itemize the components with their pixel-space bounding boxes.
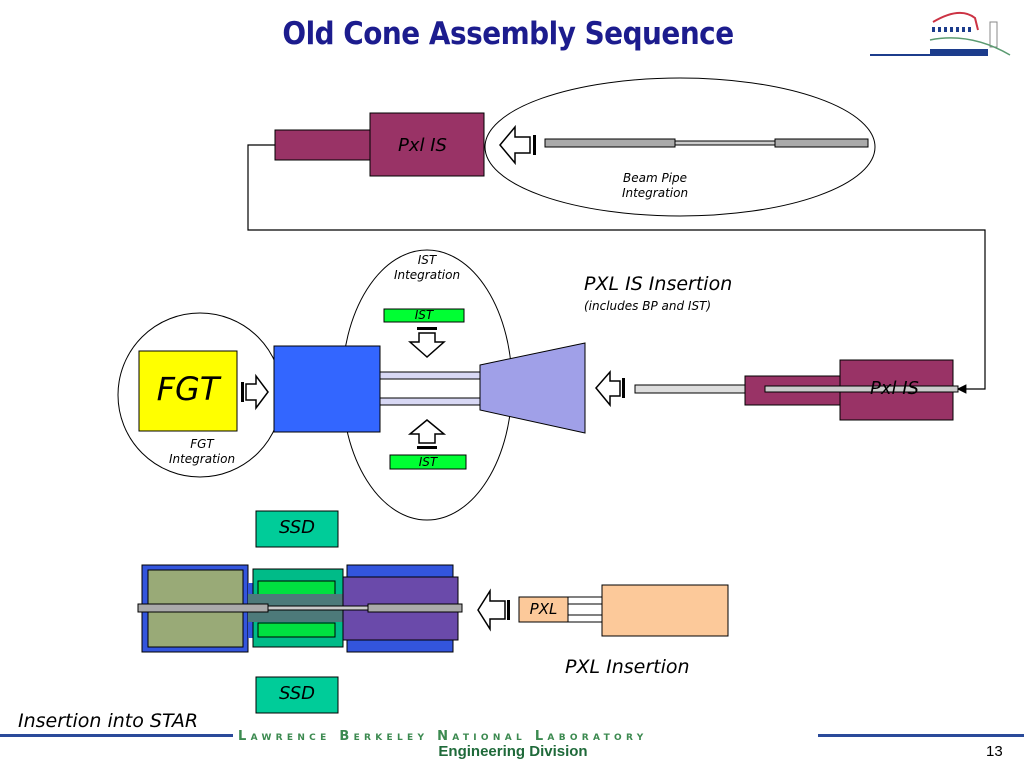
beam-pipe-left bbox=[544, 138, 676, 148]
flow-connector bbox=[247, 144, 986, 394]
beam-pipe-right bbox=[774, 138, 869, 148]
beam-pipe-integration-ellipse bbox=[484, 77, 876, 217]
beam-pipe-center bbox=[674, 140, 776, 146]
pxl-is-insertion-subtitle: (includes BP and IST) bbox=[584, 299, 712, 313]
pxl-is-mid-label: Pxl IS bbox=[870, 378, 919, 399]
caption-line: Beam Pipe bbox=[622, 171, 688, 185]
pxl-support-box bbox=[601, 584, 729, 637]
ist-bottom-label: IST bbox=[418, 455, 438, 469]
ssd-box-bottom bbox=[255, 676, 339, 714]
cone bbox=[479, 342, 586, 434]
pxl-is-top-label: Pxl IS bbox=[398, 135, 447, 156]
ist-top-label: IST bbox=[414, 308, 434, 322]
pxl-is-box-top bbox=[369, 112, 485, 177]
arrow-left-icon bbox=[499, 124, 531, 166]
footer-division: Engineering Division bbox=[438, 743, 588, 760]
arrow-down-icon bbox=[408, 332, 446, 359]
caption-line: Integration bbox=[621, 186, 689, 200]
footer-lab-name: Lawrence Berkeley National Laboratory bbox=[238, 729, 648, 744]
caption-line: IST bbox=[417, 253, 437, 267]
ssd-top-label: SSD bbox=[278, 517, 316, 538]
pxl-box bbox=[518, 596, 569, 623]
arrow-left-icon bbox=[477, 588, 506, 632]
arrow-right-icon bbox=[245, 373, 269, 411]
page-number: 13 bbox=[986, 743, 1003, 760]
fgt-label: FGT bbox=[156, 370, 220, 408]
arrow-up-icon bbox=[407, 419, 447, 444]
caption-line: Integration bbox=[168, 452, 236, 466]
ssd-bottom-label: SSD bbox=[278, 683, 316, 704]
ist-box-top bbox=[383, 308, 465, 323]
pxl-is-insertion-title: PXL IS Insertion bbox=[584, 273, 733, 295]
pxl-label: PXL bbox=[529, 600, 558, 618]
blue-support-box bbox=[273, 345, 381, 433]
page-title: Old Cone Assembly Sequence bbox=[282, 16, 734, 52]
star-insertion-title: Insertion into STAR bbox=[18, 710, 199, 732]
pxl-is-support-top bbox=[274, 129, 371, 161]
berkeley-lab-logo bbox=[870, 11, 1011, 56]
ist-box-bottom bbox=[389, 454, 467, 470]
ssd-box-top bbox=[255, 510, 339, 548]
pxl-insertion-title: PXL Insertion bbox=[565, 656, 690, 678]
arrow-left-icon bbox=[595, 370, 621, 408]
caption-line: Integration bbox=[393, 268, 461, 282]
fgt-box bbox=[138, 350, 238, 432]
caption-line: FGT bbox=[190, 437, 214, 451]
